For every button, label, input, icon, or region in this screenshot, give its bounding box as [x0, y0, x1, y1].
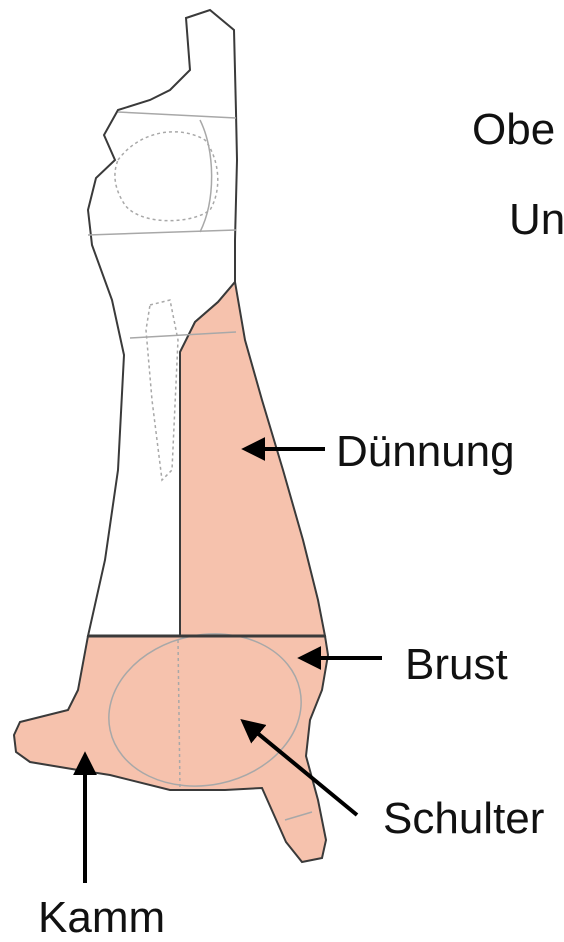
label-kamm: Kamm — [38, 896, 165, 940]
brust-schulter-kamm-region — [14, 636, 328, 862]
label-unterschale-partial: Un — [509, 198, 564, 242]
label-oberschale-partial: Obe — [472, 108, 555, 152]
duennung-region — [180, 282, 325, 636]
label-brust: Brust — [405, 643, 508, 687]
label-schulter: Schulter — [383, 797, 544, 841]
label-duennung: Dünnung — [336, 430, 515, 474]
